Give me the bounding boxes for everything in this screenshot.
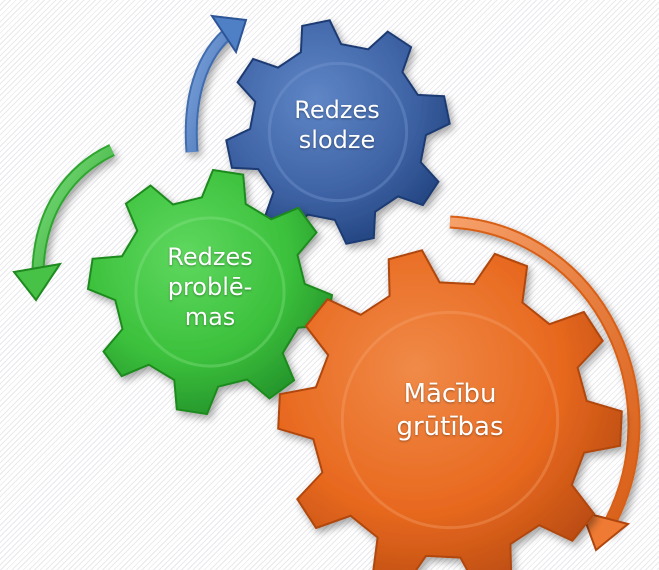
orange-gear-body [277,249,623,570]
green-curved-arrow [12,144,115,302]
green-gear-label-line-1: Redzes [167,243,253,271]
blue-gear-bevel [267,61,409,203]
green-gear-label: Redzes problē- mas [140,242,280,332]
blue-gear-label-line-1: Redzes [294,96,380,124]
orange-gear [277,249,623,570]
orange-gear-label-line-2: grūtības [396,411,504,442]
orange-gear-label-line-1: Mācību [403,379,497,409]
green-gear [86,168,334,416]
blue-gear-label-line-2: slodze [298,126,376,154]
green-gear-label-line-2: problē- [167,273,253,301]
blue-gear [225,19,451,245]
green-gear-body [86,168,334,416]
orange-gear-bevel [340,310,560,530]
orange-curved-arrow [449,215,641,552]
green-gear-label-line-3: mas [184,303,236,331]
green-gear-bevel [134,216,286,368]
blue-gear-label: Redzes slodze [262,95,412,155]
blue-gear-body [225,19,451,245]
blue-curved-arrow [184,14,248,153]
orange-gear-label: Mācību grūtības [370,378,530,443]
